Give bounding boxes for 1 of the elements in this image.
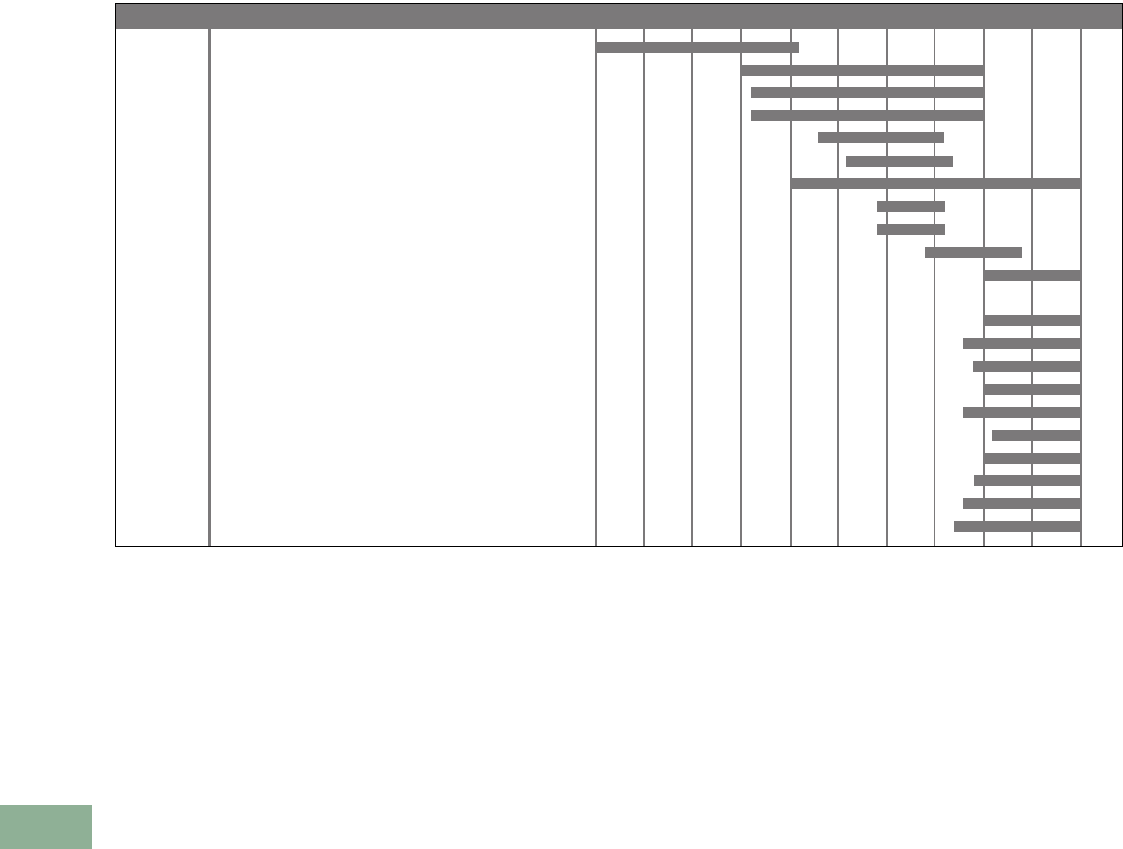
side-tab bbox=[0, 805, 92, 849]
